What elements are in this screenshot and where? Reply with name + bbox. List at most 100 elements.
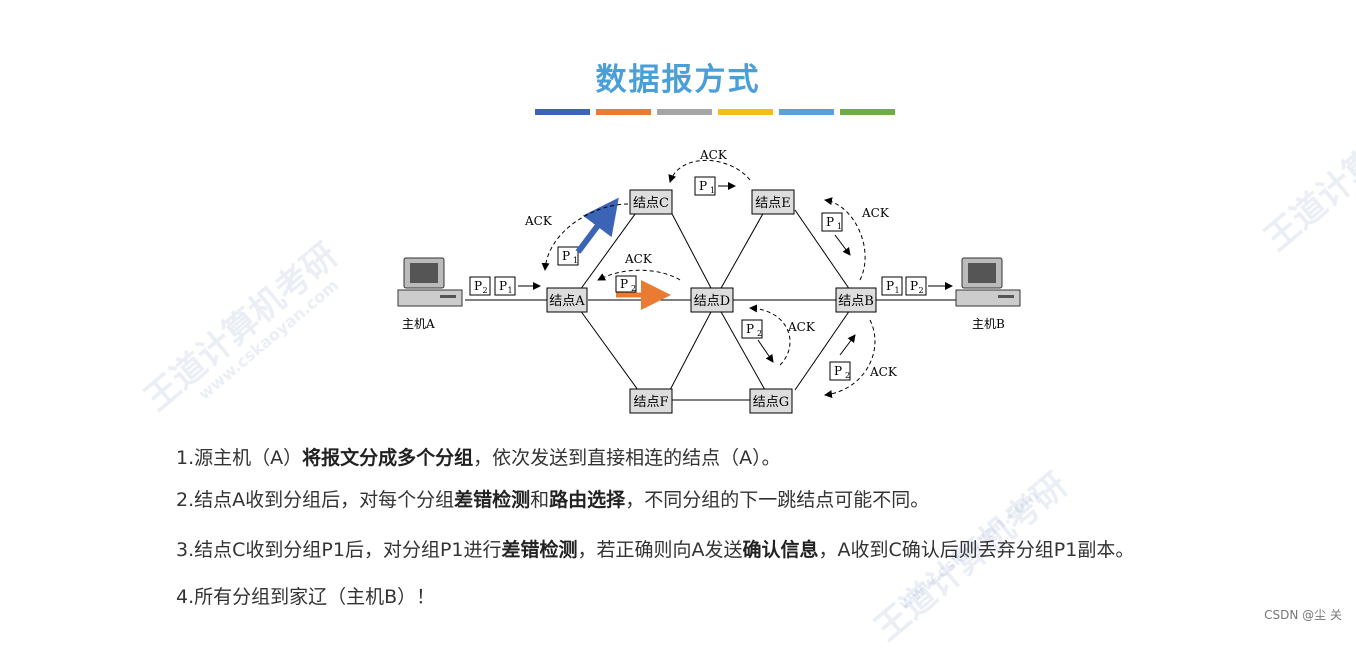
d-to-g-transfer: P 2 ACK — [741, 304, 816, 366]
network-links — [465, 209, 960, 401]
packet-p1-box — [557, 246, 579, 266]
ack-dashed-arrow — [824, 319, 876, 399]
packets-host-a: P 2 P 1 — [469, 276, 541, 296]
host-a-label: 主机A — [402, 317, 435, 331]
packet-p2-box — [615, 275, 637, 293]
node-a-box — [546, 287, 588, 313]
packet-p2-label: P — [834, 364, 842, 378]
node-g-label: 结点G — [753, 395, 789, 410]
packet-p1-subscript: 1 — [894, 286, 899, 295]
node-f-box — [629, 388, 673, 414]
step-item-1: 1.源主机（A）将报文分成多个分组，依次发送到直接相连的结点（A）。 — [176, 443, 781, 470]
ack-dashed-arrow — [668, 160, 751, 183]
packet-p1-box — [881, 276, 903, 296]
link-a-f — [579, 309, 639, 391]
link-d-e — [719, 209, 766, 291]
node-c-label: 结点C — [633, 196, 669, 211]
step-item-3: 3.结点C收到分组P1后，对分组P1进行差错检测，若正确则向A发送确认信息，A收… — [176, 535, 1134, 562]
node-g-box — [749, 388, 793, 414]
packet-p1-subscript: 1 — [573, 256, 578, 265]
color-bar-segment — [657, 109, 712, 115]
step-text: 2.结点A收到分组后，对每个分组 — [176, 489, 455, 511]
packet-p2-label: P — [474, 279, 482, 293]
link-a-c — [579, 209, 639, 291]
step-text: ，若正确则向A发送 — [577, 539, 743, 561]
link-d-g — [719, 309, 766, 391]
step-highlight: 确认信息 — [742, 539, 819, 561]
a-to-d-transfer: P 2 ACK — [597, 252, 681, 310]
network-nodes: 结点A 结点D 结点B 结点C 结点E 结点F 结点G — [546, 189, 877, 414]
color-bar-segment — [840, 109, 895, 115]
packet-p2-box — [741, 319, 763, 339]
packet-p1-label: P — [886, 279, 894, 293]
arrow-d-g — [757, 339, 774, 363]
ack-label: ACK — [861, 206, 890, 220]
packet-p1-subscript: 1 — [507, 286, 512, 295]
packet-p1-label: P — [826, 215, 834, 229]
ack-dashed-arrow — [749, 304, 791, 366]
node-a-label: 结点A — [549, 294, 585, 309]
packet-p2-box — [829, 361, 851, 381]
c-to-e-transfer: P 1 ACK — [668, 148, 751, 196]
packet-p2-label: P — [746, 322, 754, 336]
node-e-label: 结点E — [755, 196, 791, 211]
footer-credit: CSDN @尘 关 — [1264, 608, 1342, 622]
step-highlight: 将报文分成多个分组 — [302, 447, 474, 469]
step-text: ，不同分组的下一跳结点可能不同。 — [625, 489, 930, 511]
ack-dashed-arrow — [597, 269, 681, 281]
blue-arrow — [575, 197, 619, 254]
watermark-url: www.cskaoyan.com — [194, 275, 343, 404]
host-a-computer-icon — [397, 257, 463, 307]
packet-p1-subscript: 1 — [837, 222, 842, 231]
packets-host-b: P 1 P 2 — [881, 276, 953, 296]
step-text: 4.所有分组到家辽（主机B）！ — [176, 586, 436, 608]
ack-label: ACK — [787, 320, 816, 334]
step-highlight: 差错检测 — [454, 489, 531, 511]
step-text: 和 — [530, 489, 550, 511]
ack-label: ACK — [624, 252, 653, 266]
step-item-4: 4.所有分组到家辽（主机B）！ — [176, 582, 435, 609]
color-bar-segment — [779, 109, 834, 115]
ack-label: ACK — [699, 148, 728, 162]
color-bar-segment — [596, 109, 651, 115]
packet-p1-label: P — [699, 179, 707, 193]
packet-p1-box — [821, 212, 843, 232]
node-d-label: 结点D — [694, 294, 730, 309]
step-highlight: 差错检测 — [501, 539, 578, 561]
packet-p2-subscript: 2 — [757, 329, 762, 338]
e-to-b-transfer: P 1 ACK — [821, 197, 890, 281]
node-b-box — [835, 287, 877, 313]
arrow-e-b — [834, 234, 851, 256]
packet-p1-subscript: 1 — [710, 186, 715, 195]
link-c-d — [669, 209, 713, 291]
link-f-d — [669, 309, 713, 391]
step-text: 1.源主机（A） — [176, 447, 303, 469]
packet-p2-label: P — [910, 279, 918, 293]
step-text: ，A收到C确认后则丢弃分组P1副本。 — [818, 539, 1135, 561]
host-b-computer-icon — [955, 257, 1021, 307]
ack-dashed-arrow — [824, 197, 866, 281]
watermark-text: 王道计算机考研 — [137, 235, 346, 419]
packet-p1-box — [694, 176, 716, 196]
ack-dashed-arrow — [541, 203, 629, 271]
packet-p1-label: P — [562, 249, 570, 263]
g-to-b-transfer: P 2 ACK — [824, 319, 898, 399]
packet-p2-subscript: 2 — [631, 284, 636, 293]
packet-p2-subscript: 2 — [482, 286, 487, 295]
packet-p2-subscript: 2 — [845, 371, 850, 380]
ack-label: ACK — [524, 214, 553, 228]
datagram-network-diagram: 结点A 结点D 结点B 结点C 结点E 结点F 结点G 主机A 主机B P 2 … — [397, 148, 1021, 414]
step-item-2: 2.结点A收到分组后，对每个分组差错检测和路由选择，不同分组的下一跳结点可能不同… — [176, 485, 929, 512]
page-title: 数据报方式 — [595, 62, 761, 98]
node-c-box — [629, 189, 673, 215]
ack-label: ACK — [869, 365, 898, 379]
color-bar-segment — [535, 109, 590, 115]
packet-p2-box — [905, 276, 927, 296]
color-bar — [535, 109, 895, 115]
packet-p1-box — [494, 276, 516, 296]
step-text: 3.结点C收到分组P1后，对分组P1进行 — [176, 539, 502, 561]
a-to-c-transfer: P 1 ACK — [524, 197, 629, 271]
node-d-box — [690, 287, 734, 313]
packet-p2-label: P — [620, 277, 628, 291]
host-b-label: 主机B — [972, 317, 1005, 331]
